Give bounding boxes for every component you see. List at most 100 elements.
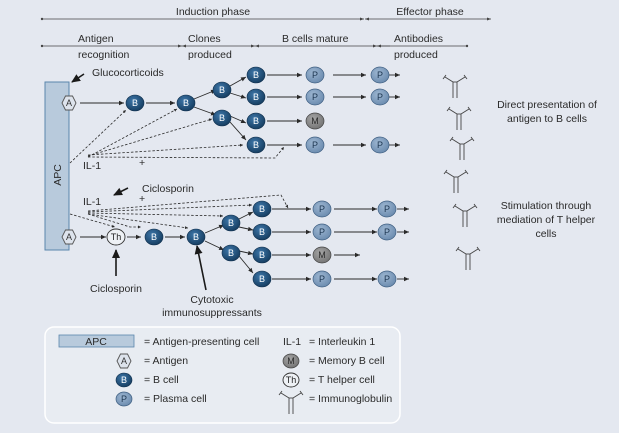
- b-cell-icon: [252, 223, 272, 241]
- drug-annotations: Glucocorticoids Ciclosporin Ciclosporin …: [71, 67, 262, 319]
- split-arrow: [229, 115, 247, 124]
- b-cell: B: [176, 94, 196, 112]
- split-arrow: [204, 240, 225, 251]
- plasma-cell: P: [305, 136, 325, 154]
- plasma-cell-letter: P: [312, 140, 318, 150]
- il1-dashed-arrow: [87, 146, 285, 159]
- plasma-cell-icon: [370, 88, 390, 106]
- plus-bottom-label: +: [139, 193, 145, 205]
- b-cell: B: [221, 244, 241, 262]
- b-cell-icon: [144, 228, 164, 246]
- il1-dashed-arrow: [87, 118, 213, 157]
- stage-4-line1: Antibodies: [394, 33, 443, 45]
- il1-dashed-arrow: [87, 143, 244, 156]
- legend-thelper-symbol: Th: [282, 372, 300, 388]
- effector-phase-end-arrow: [487, 17, 491, 21]
- b-cell: B: [252, 223, 272, 241]
- immunoglobulin-icon: [443, 169, 469, 193]
- split-arrow: [238, 255, 254, 274]
- stage-1-line1: Antigen: [78, 33, 114, 45]
- il1-bottom-label: IL-1: [83, 196, 101, 208]
- split-arrow: [193, 89, 217, 100]
- b-cell-letter: B: [193, 232, 199, 242]
- b-cell-icon: [221, 214, 241, 232]
- b-cell-icon: [252, 200, 272, 218]
- plasma-cell-icon: [377, 270, 397, 288]
- immunoglobulins: [442, 74, 481, 270]
- legend-il1-label: = Interleukin 1: [309, 336, 375, 348]
- stage-divider-1b: [182, 44, 186, 48]
- stage-3-line1: B cells mature: [282, 33, 349, 45]
- t-helper-cell-icon: [282, 372, 300, 388]
- b-cell-letter: B: [183, 98, 189, 108]
- antigen-icon: [61, 229, 77, 245]
- plasma-cell-icon: [370, 66, 390, 84]
- split-arrow: [229, 92, 247, 99]
- b-cell-icon: [252, 246, 272, 264]
- legend-apc-symbol-text: APC: [85, 336, 107, 348]
- ciclosporin-top-arrow: [113, 187, 129, 196]
- plasma-cell-icon: [312, 270, 332, 288]
- split-arrow: [229, 76, 247, 87]
- b-cell-letter: B: [253, 116, 259, 126]
- effector-phase-label: Effector phase: [396, 6, 464, 18]
- legend-apc-symbol: [58, 334, 135, 348]
- b-cell-letter: B: [253, 70, 259, 80]
- legend-memory-symbol: M: [282, 353, 300, 369]
- b-cell: B: [144, 228, 164, 246]
- legend-antigen-label: = Antigen: [144, 355, 188, 367]
- t-helper-cell: Th: [106, 228, 126, 246]
- b-cell: B: [125, 94, 145, 112]
- t-helper-cell-letter: Th: [111, 232, 122, 242]
- b-cell-icon: [186, 228, 206, 246]
- memory-cell: M: [312, 246, 332, 264]
- il1-dashed-arrow: [69, 109, 127, 164]
- stage-start-dot: [40, 44, 44, 48]
- legend-bcell-symbol: B: [115, 372, 133, 388]
- b-cell: B: [212, 81, 232, 99]
- pathway-edges: [69, 72, 409, 282]
- il1-dashed-arrow: [87, 212, 224, 218]
- legend-antigen-symbol: A: [116, 353, 132, 369]
- plasma-cell-icon: [377, 200, 397, 218]
- stage-2-line2: produced: [188, 49, 232, 61]
- thelper-pathway-line3: cells: [535, 228, 556, 240]
- plasma-cell-letter: P: [319, 204, 325, 214]
- b-cell-icon: [212, 81, 232, 99]
- plasma-cell: P: [377, 270, 397, 288]
- split-arrow: [238, 211, 254, 220]
- plasma-cell: P: [370, 66, 390, 84]
- b-cell-letter: B: [253, 140, 259, 150]
- split-arrow: [204, 224, 225, 234]
- antigen-bottom: A: [61, 229, 77, 245]
- b-cell-icon: [246, 136, 266, 154]
- plasma-cell: P: [377, 200, 397, 218]
- b-cell: B: [252, 200, 272, 218]
- b-cell-letter: B: [259, 274, 265, 284]
- legend-ig-label: = Immunoglobulin: [309, 393, 392, 405]
- b-cell: B: [246, 88, 266, 106]
- split-arrow: [238, 226, 254, 232]
- plasma-cell-icon: [305, 66, 325, 84]
- cytotoxic-label-line1: Cytotoxic: [190, 294, 233, 306]
- stage-divider-2b: [255, 44, 259, 48]
- antigen-top: A: [61, 95, 77, 111]
- legend-apc-label: = Antigen-presenting cell: [144, 336, 259, 348]
- stage-divider-2a: [251, 44, 255, 48]
- cytotoxic-label-line2: immunosuppressants: [162, 307, 262, 319]
- b-cell: B: [246, 112, 266, 130]
- antigen-letter: A: [121, 356, 127, 366]
- plasma-cell: P: [370, 136, 390, 154]
- plasma-cell-icon: [312, 200, 332, 218]
- memory-cell-letter: M: [318, 250, 326, 260]
- il1-top-label: IL-1: [83, 160, 101, 172]
- plasma-cell-letter: P: [377, 92, 383, 102]
- b-cell-icon: [246, 112, 266, 130]
- memory-cell-icon: [312, 246, 332, 264]
- plasma-cell: P: [312, 223, 332, 241]
- b-cell: B: [252, 270, 272, 288]
- t-helper-cell-letter: Th: [286, 375, 297, 385]
- b-cell: B: [212, 109, 232, 127]
- b-cell-icon: [125, 94, 145, 112]
